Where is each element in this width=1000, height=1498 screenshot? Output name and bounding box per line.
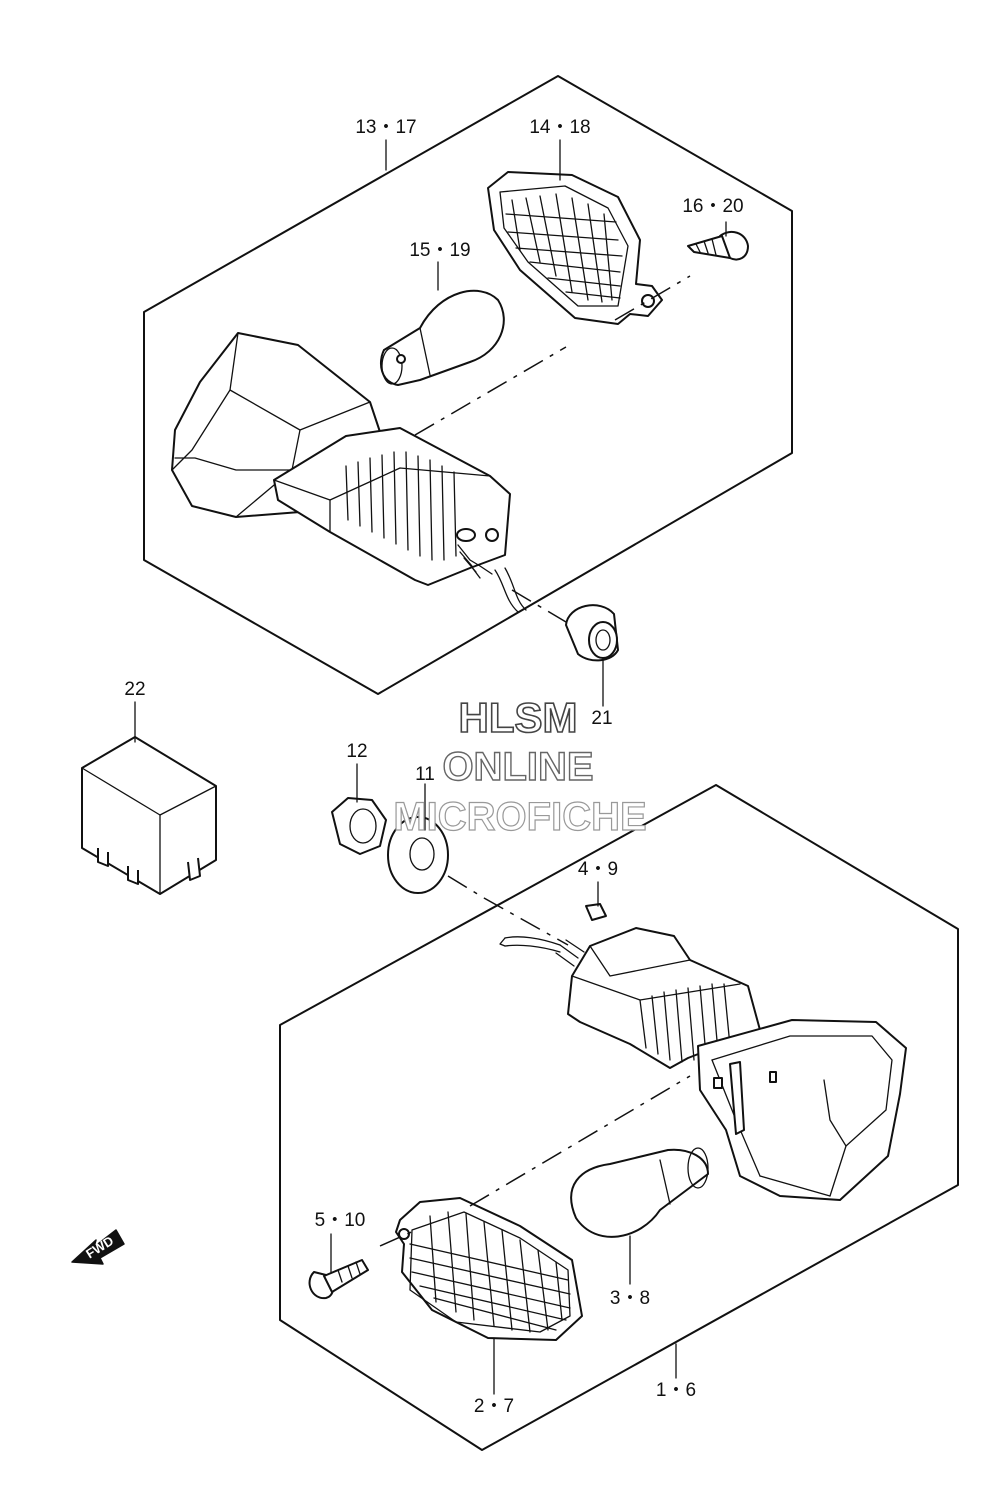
callout-16-20: 16・20 <box>682 196 743 217</box>
front-lens-screw <box>308 1259 369 1300</box>
front-bulb <box>570 1147 709 1238</box>
callout-21: 21 <box>591 708 612 729</box>
rear-lens-screw <box>687 230 749 261</box>
callout-5-10: 5・10 <box>315 1210 366 1231</box>
front-assembly-frame <box>279 784 959 1451</box>
callout-3-8: 3・8 <box>610 1288 650 1309</box>
rear-bulb <box>380 289 505 386</box>
callout-12: 12 <box>346 741 367 762</box>
callout-4-9: 4・9 <box>578 859 618 880</box>
watermark: HLSM ONLINE MICROFICHE <box>393 693 648 839</box>
watermark-line-3: MICROFICHE <box>393 795 646 839</box>
front-lamp-stem <box>499 927 761 1069</box>
callout-2-7: 2・7 <box>474 1396 514 1417</box>
callout-15-19: 15・19 <box>409 240 470 261</box>
rear-assembly-frame <box>143 75 793 695</box>
rear-lamp-stem <box>273 427 527 613</box>
callout-11: 11 <box>415 764 435 785</box>
watermark-line-1: HLSM <box>459 694 578 741</box>
front-lamp-housing <box>697 1019 907 1201</box>
nut <box>331 797 387 855</box>
front-lens <box>395 1197 583 1341</box>
callout-13-17: 13・17 <box>355 117 416 138</box>
flasher-relay <box>81 736 217 895</box>
front-collar <box>585 903 607 921</box>
washer <box>387 816 449 894</box>
callout-leaders <box>134 139 727 1395</box>
rear-grommet <box>565 604 619 662</box>
rear-lens <box>487 171 663 325</box>
callout-14-18: 14・18 <box>529 117 590 138</box>
callout-1-6: 1・6 <box>656 1380 696 1401</box>
watermark-line-2: ONLINE <box>442 745 593 789</box>
callout-22: 22 <box>124 679 145 700</box>
fwd-arrow-icon: FWD <box>71 1229 125 1265</box>
